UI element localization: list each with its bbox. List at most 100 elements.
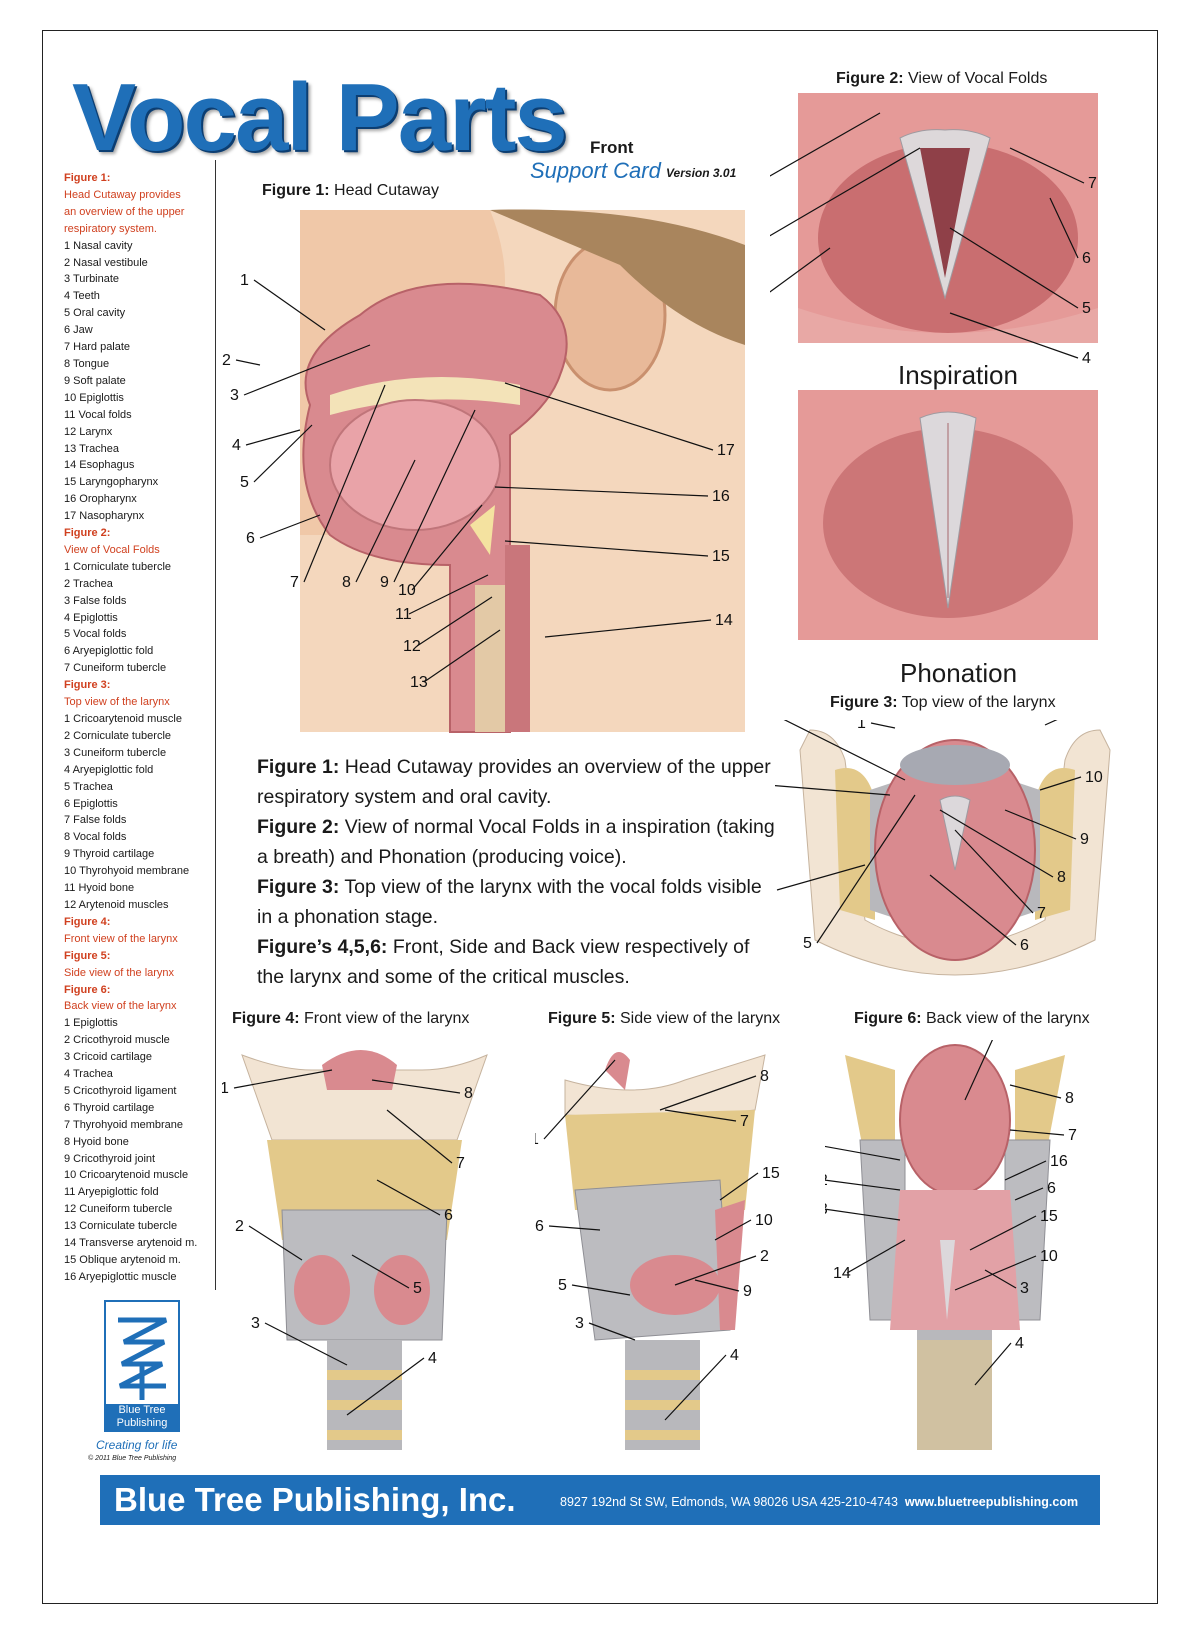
legend-item: 4 Teeth [64, 290, 100, 303]
callout-number: 1 [222, 1080, 229, 1097]
callout-leader-line [371, 1079, 461, 1094]
fig4-right-muscle [374, 1255, 430, 1325]
legend-item: 7 False folds [64, 814, 127, 827]
fig6-trachea-membrane [917, 1340, 992, 1450]
callout-number: 12 [825, 1172, 828, 1189]
legend-item: 7 Hard palate [64, 341, 131, 354]
callout-leader-line [411, 504, 483, 591]
callout-leader-line [1049, 197, 1079, 259]
figure-4-label: Figure 4: Front view of the larynx [232, 1010, 470, 1027]
legend-description: Front view of the larynx [64, 932, 178, 945]
legend-heading: Figure 6: [64, 983, 111, 996]
callout-leader-line [588, 1322, 636, 1341]
legend-description: Head Cutaway provides [64, 188, 181, 201]
legend-item: 3 Turbinate [64, 273, 120, 286]
callout-number: 1 [857, 720, 866, 732]
fig6-cricoid-plate [940, 1240, 955, 1320]
card-border [42, 30, 1158, 1604]
callout-number: 15 [712, 548, 730, 565]
phonation-caption: Phonation [900, 658, 1018, 688]
company-website[interactable]: www.bluetreepublishing.com [904, 1495, 1079, 1509]
legend-item: 14 Esophagus [64, 459, 135, 472]
legend-item: 4 Aryepiglottic fold [64, 763, 154, 776]
fig4-trachea-ring-2 [327, 1400, 402, 1410]
callout-number: 10 [398, 582, 416, 599]
logo-name: Blue Tree Publishing [104, 1404, 180, 1430]
callout-number: 7 [1037, 905, 1046, 922]
callout-number: 6 [246, 530, 255, 547]
callout-leader-line [416, 596, 493, 647]
legend-item: 16 Aryepiglottic muscle [64, 1270, 177, 1283]
legend-item: 7 Cuneiform tubercle [64, 662, 167, 675]
callout-leader-line [1009, 1129, 1065, 1136]
callout-leader-line [1009, 147, 1085, 184]
legend-item: 5 Vocal folds [64, 628, 127, 641]
callout-number: 4 [232, 437, 241, 454]
callout-number: 17 [717, 442, 735, 459]
legend-item: 5 Oral cavity [64, 307, 126, 320]
callout-leader-line [846, 1239, 906, 1274]
legend-item: 11 Hyoid bone [64, 882, 135, 895]
logo-tagline: Creating for life [96, 1438, 178, 1452]
callout-leader-line [303, 384, 386, 583]
fig5-hyoid [564, 1054, 766, 1118]
callout-leader-line [245, 429, 301, 446]
fig4-trachea-ring-1 [327, 1370, 402, 1380]
callout-leader-line [969, 1215, 1037, 1251]
callout-number: 14 [833, 1265, 851, 1282]
callout-leader-line [775, 785, 891, 796]
legend-item: 2 Trachea [64, 577, 113, 590]
callout-leader-line [386, 1109, 453, 1164]
fig1-trachea [475, 585, 505, 732]
fig2-epiglottis [798, 308, 1098, 343]
callout-number: 5 [1082, 300, 1091, 317]
legend-item: 3 Cricoid cartilage [64, 1051, 153, 1064]
legend-description: respiratory system. [64, 222, 157, 235]
callout-leader-line [544, 619, 712, 638]
front-label: Front [590, 138, 634, 157]
legend-item: 10 Thyrohyoid membrane [64, 865, 190, 878]
callout-leader-line [504, 540, 709, 557]
figure-2-label: Figure 2: View of Vocal Folds [836, 70, 1048, 87]
fig5-callouts: 1234567891015 [535, 1059, 780, 1421]
fig1-esophagus [505, 545, 530, 732]
callout-number: 6 [1020, 937, 1029, 954]
description-figure-ref: Figure 1: [257, 756, 340, 778]
callout-leader-line [264, 1322, 348, 1366]
callout-leader-line [954, 1255, 1037, 1291]
legend-item: 8 Hyoid bone [64, 1135, 129, 1148]
callout-leader-line [816, 794, 916, 944]
callout-number: 1 [535, 1131, 539, 1148]
callout-number: 4 [730, 1347, 739, 1364]
callout-leader-line [233, 1069, 333, 1089]
legend-item: 2 Nasal vestibule [64, 256, 148, 269]
legend-item: 12 Arytenoid muscles [64, 898, 169, 911]
callout-leader-line [408, 574, 489, 615]
callout-leader-line [825, 1179, 901, 1191]
callout-leader-line [825, 1208, 901, 1221]
fig1-palate [330, 377, 520, 415]
fig6-callouts: 13467810111213141516 [825, 1040, 1077, 1386]
callout-leader-line [659, 1075, 757, 1111]
callout-number: 9 [380, 574, 389, 591]
callout-number: 6 [1047, 1180, 1056, 1197]
fig1-hair [490, 209, 745, 345]
callout-leader-line [376, 1179, 441, 1216]
legend-item: 17 Nasopharynx [64, 510, 145, 523]
legend-description: Side view of the larynx [64, 966, 175, 979]
callout-leader-line [235, 359, 261, 366]
page-title: Vocal Parts [72, 64, 568, 171]
figure-3-label: Figure 3: Top view of the larynx [830, 694, 1056, 711]
description-sentence: Front, Side and Back view respectively o… [257, 936, 750, 988]
sidebar-divider [215, 160, 216, 1290]
callout-number: 7 [1068, 1127, 1077, 1144]
legend-item: 6 Aryepiglottic fold [64, 645, 154, 658]
legend-heading: Figure 3: [64, 679, 111, 692]
callout-leader-line [783, 720, 906, 781]
callout-number: 4 [1015, 1335, 1024, 1352]
inspiration-caption: Inspiration [898, 360, 1018, 390]
legend-heading: Figure 1: [64, 172, 111, 184]
